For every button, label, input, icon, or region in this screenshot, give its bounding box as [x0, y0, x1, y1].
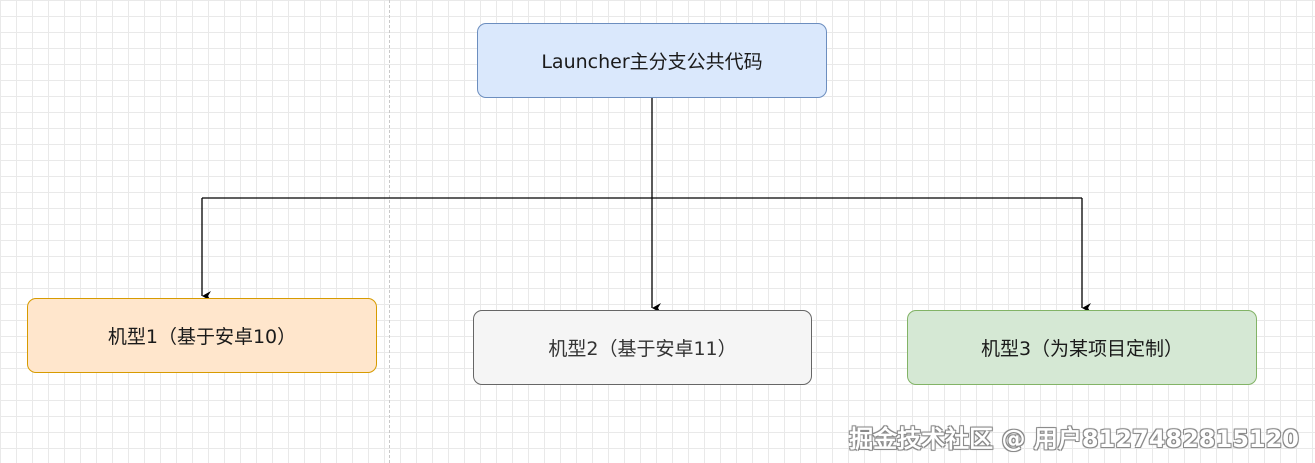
page-break-line [389, 0, 390, 463]
model-3-node[interactable]: 机型3（为某项目定制） [907, 310, 1257, 385]
model-3-label: 机型3（为某项目定制） [980, 338, 1184, 360]
model-1-node[interactable]: 机型1（基于安卓10） [27, 298, 377, 373]
watermark: 掘金技术社区 @ 用户8127482815120 [849, 425, 1299, 453]
root-node[interactable]: Launcher主分支公共代码 [477, 23, 827, 98]
model-1-label: 机型1（基于安卓10） [107, 326, 297, 348]
root-node-label: Launcher主分支公共代码 [541, 51, 763, 73]
model-2-label: 机型2（基于安卓11） [548, 338, 737, 360]
model-2-node[interactable]: 机型2（基于安卓11） [473, 310, 812, 385]
